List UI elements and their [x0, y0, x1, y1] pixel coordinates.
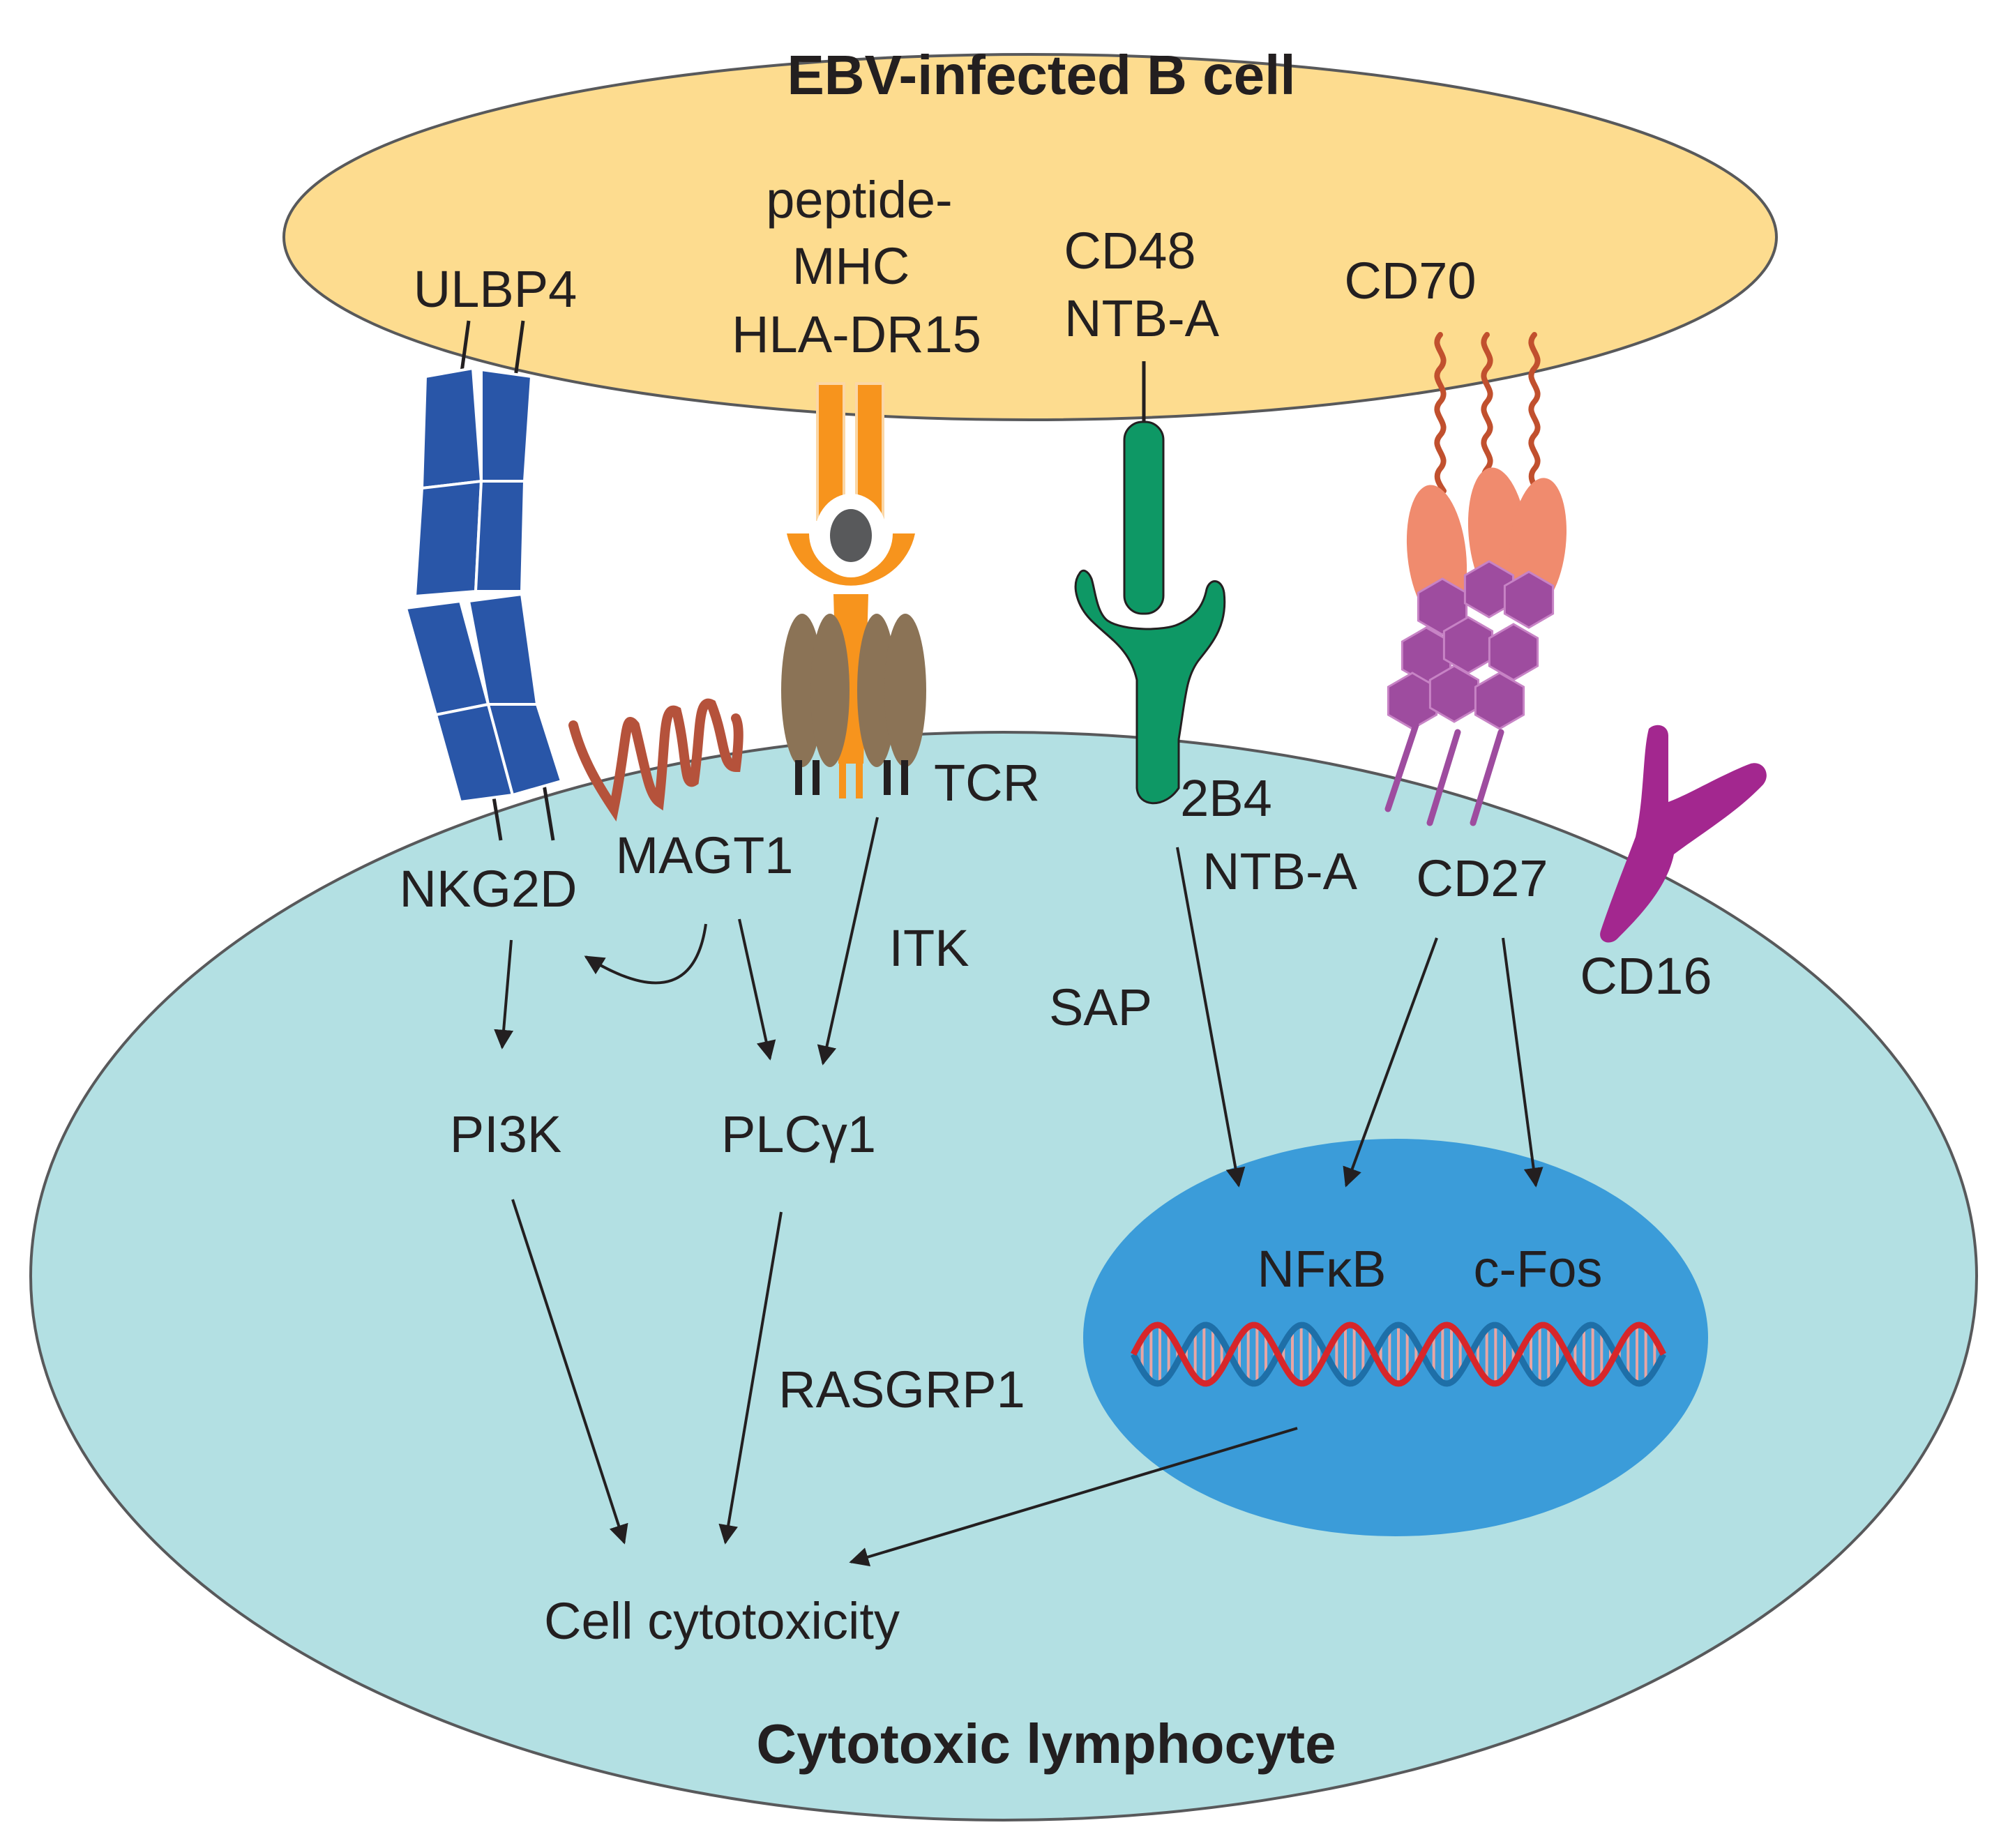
rasgrp1-label: RASGRP1 — [778, 1361, 1025, 1418]
ntba-ligand-label: NTB-A — [1064, 289, 1220, 347]
cd27-label: CD27 — [1416, 849, 1548, 907]
arrow-cd27-to-nfkb — [1343, 937, 1438, 1188]
cfos-label: c-Fos — [1474, 1240, 1603, 1298]
cd48-label: CD48 — [1064, 222, 1195, 280]
signaling-arrows — [494, 817, 1543, 1567]
pi3k-label: PI3K — [450, 1105, 561, 1163]
nfkb-label: NFκB — [1258, 1240, 1387, 1298]
b-cell — [282, 53, 1778, 421]
sap-label: SAP — [1049, 978, 1152, 1036]
plcg1-label: PLCγ1 — [721, 1105, 876, 1163]
peptide-label: peptide- — [766, 171, 952, 229]
arrow-nucleus-to-cytotoxicity — [849, 1427, 1298, 1567]
magt1-label: MAGT1 — [616, 826, 794, 884]
magt1-coil-shape — [568, 698, 743, 821]
arrow-2b4-to-nfkb — [1176, 847, 1246, 1188]
tcr-mhc-complex-shape — [781, 382, 926, 798]
cd16-receptor-shape — [1600, 725, 1767, 943]
cd16-label: CD16 — [1580, 947, 1712, 1005]
nkg2d-label: NKG2D — [400, 860, 578, 918]
lymphocyte-cell — [29, 731, 1978, 1822]
cd70-cd27-complex-shape — [1384, 332, 1567, 826]
ulbp4-label: ULBP4 — [414, 260, 577, 318]
lymphocyte-title: Cytotoxic lymphocyte — [756, 1713, 1336, 1775]
arrow-cd27-to-cfos — [1502, 937, 1543, 1188]
cd70-label: CD70 — [1344, 252, 1476, 310]
arrow-pi3k-to-cytotoxicity — [511, 1199, 628, 1545]
itk-label: ITK — [889, 919, 969, 977]
ntba-receptor-label: NTB-A — [1202, 842, 1358, 900]
arrow-magt1-to-nkg2d — [584, 923, 707, 985]
cd27-domain-hexagon — [1503, 570, 1555, 629]
nucleus — [1083, 1139, 1708, 1536]
cd27-domain-hexagon — [1463, 560, 1515, 619]
2b4-cd48-complex-shape — [1074, 361, 1226, 805]
cd27-domain-hexagon — [1428, 665, 1480, 723]
b-cell-title: EBV-infected B cell — [787, 44, 1295, 106]
arrow-tcr-to-plcg1 — [817, 817, 879, 1066]
cd27-domain-hexagon — [1488, 623, 1539, 681]
dna-helix — [1131, 1321, 1666, 1387]
arrow-nkg2d-to-pi3k — [494, 939, 514, 1050]
cell-cytotoxicity-label: Cell cytotoxicity — [544, 1592, 900, 1650]
tcr-label: TCR — [934, 754, 1040, 812]
cd27-domain-hexagon — [1474, 672, 1525, 730]
mhc-label: MHC — [792, 237, 910, 295]
nkg2d-receptor-shape — [404, 320, 564, 841]
2b4-label: 2B4 — [1180, 769, 1272, 827]
arrow-magt1-to-plcg1 — [738, 918, 776, 1061]
hla-dr15-label: HLA-DR15 — [732, 305, 981, 363]
arrow-plcg1-to-cytotoxicity — [718, 1211, 783, 1545]
